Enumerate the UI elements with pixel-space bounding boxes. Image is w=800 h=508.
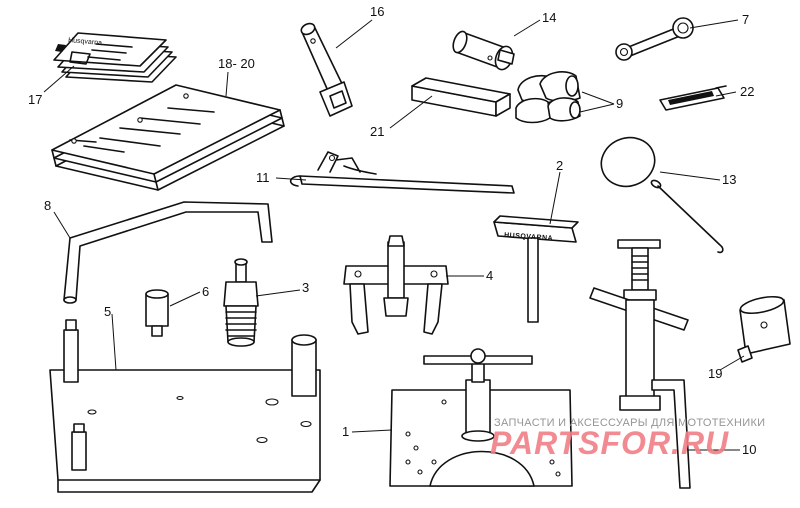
label-5: 5 (104, 304, 111, 319)
hook-tool (289, 151, 515, 194)
label-10: 10 (742, 442, 756, 457)
label-22: 22 (740, 84, 754, 99)
screw-press-tool (589, 239, 691, 489)
label-9: 9 (616, 96, 623, 111)
label-6: 6 (202, 284, 209, 299)
press-fixture (389, 348, 573, 487)
label-13: 13 (722, 172, 736, 187)
label-1: 1 (342, 424, 349, 439)
label-8: 8 (44, 198, 51, 213)
bent-bar (63, 201, 273, 304)
leader-lines (43, 19, 745, 451)
tool-tag (659, 85, 727, 111)
label-2: 2 (556, 158, 563, 173)
label-21: 21 (370, 124, 384, 139)
socket-bushing (452, 30, 515, 71)
split-bushings (515, 71, 581, 124)
site-watermark: ЗАПЧАСТИ И АКСЕССУАРЫ ДЛЯ МОТОТЕХНИКИ PA… (490, 417, 765, 461)
wire-loop-tool (600, 136, 724, 254)
two-leg-puller (343, 235, 449, 335)
box-spanner-tool (300, 22, 353, 117)
manual-cover-title: Husqvarna (68, 37, 102, 47)
watermark-caption: ЗАПЧАСТИ И АКСЕССУАРЫ ДЛЯ МОТОТЕХНИКИ (494, 417, 765, 429)
label-19: 19 (708, 366, 722, 381)
label-4: 4 (486, 268, 493, 283)
stud-adaptor (145, 289, 169, 337)
label-3: 3 (302, 280, 309, 295)
label-14: 14 (542, 10, 556, 25)
owners-manual-booklet: Husqvarna (53, 32, 177, 83)
label-17: 17 (28, 92, 42, 107)
watermark-brand: PARTSFOR.RU (490, 425, 729, 461)
square-bar (411, 77, 511, 117)
label-18-20: 18- 20 (218, 56, 255, 71)
tool-inscription: HUSQVARNA (504, 232, 553, 242)
threaded-adaptor (223, 258, 259, 347)
t-handle-tool: HUSQVARNA (493, 215, 579, 323)
label-11: 11 (256, 170, 270, 185)
workshop-manual-binder (51, 84, 285, 191)
cylinder-sleeve (737, 295, 791, 363)
ring-spanner (615, 17, 694, 61)
part-number-labels: 17 18- 20 16 14 7 22 9 21 11 13 2 8 4 6 … (28, 4, 756, 457)
base-plate-fixture (49, 319, 321, 493)
label-16: 16 (370, 4, 384, 19)
label-7: 7 (742, 12, 749, 27)
